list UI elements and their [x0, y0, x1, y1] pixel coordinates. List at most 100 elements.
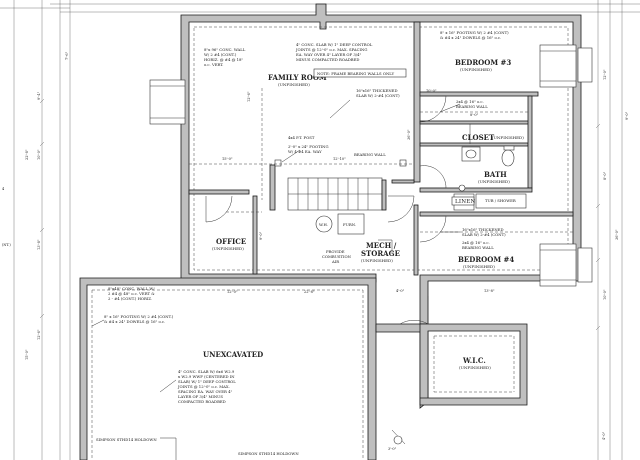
mech-fixtures	[315, 213, 393, 254]
dim-1: 15'-0"	[222, 157, 233, 161]
tub-label: TUB / SHOWER	[485, 198, 516, 203]
office-label: OFFICE	[216, 237, 246, 246]
bearing-lines	[189, 88, 573, 233]
svg-text:10'-0": 10'-0"	[37, 149, 41, 160]
svg-text:22'-8": 22'-8"	[25, 149, 29, 160]
bedroom3-label: BEDROOM #3	[455, 58, 511, 67]
bearing-right-1: 2x4 @ 16" o.c.	[462, 240, 490, 245]
closet-label: CLOSET	[462, 133, 495, 142]
svg-text:9'-4": 9'-4"	[37, 91, 41, 100]
svg-text:9'-0": 9'-0"	[625, 111, 629, 120]
closet-sub: (UNFINISHED)	[492, 135, 524, 140]
svg-text:4'-0": 4'-0"	[602, 431, 606, 440]
conc-wall-top-4: o.c. VERT.	[204, 62, 223, 67]
unexcav-slab-5: SPACING EA. WAY OVER 4"	[178, 389, 232, 394]
interior-dims: 15'-0" 12'-10" 12'-0" 22'-8" 4'-0" 13'-8…	[222, 89, 495, 451]
linen-label: LINEN	[455, 199, 475, 205]
dim-10: 9'-0"	[259, 231, 263, 240]
beam-note: NOTE: FRAME BEARING WALLS ONLY	[317, 71, 395, 76]
posts	[274, 159, 407, 445]
svg-text:12'-0": 12'-0"	[603, 69, 607, 80]
dim-11: 36'-0"	[407, 129, 411, 140]
svg-text:12'-6": 12'-6"	[37, 329, 41, 340]
mech-label-1: MECH /	[366, 241, 397, 250]
unexcavated-label: UNEXCAVATED	[203, 350, 263, 359]
svg-text:10'-0": 10'-0"	[603, 289, 607, 300]
bearing-mid: BEARING WALL	[354, 152, 386, 157]
dim-6: 13'-8"	[484, 289, 495, 293]
wh-label: W.H.	[319, 222, 328, 227]
holdown-1: SIMPSON STHD14 HOLDOWN	[96, 437, 157, 442]
footing-left-1: 8" x 16" FOOTING W/ 2 #4 (CONT.)	[104, 314, 174, 319]
bearing-top-1: 2x4 @ 16" o.c.	[456, 99, 484, 104]
fixture-labels: LINEN TUB / SHOWER W.H. FURN. PROVIDE CO…	[319, 196, 516, 264]
svg-text:36'-0": 36'-0"	[615, 229, 619, 240]
slab-note-2: JOINTS @ 12'-0" o.c. MAX. SPACING	[295, 47, 367, 52]
unexcav-slab-6: LAYER OF 3/4" MINUS	[178, 394, 223, 399]
dim-7: 10'-0"	[426, 89, 437, 93]
dim-9: 12'-6"	[247, 91, 251, 102]
family-room-sub: (UNFINISHED)	[278, 82, 310, 87]
conc-wall-left-2: 2 #4 @ 48" o.c. VERT &	[108, 291, 155, 296]
footing-top-2: & #4 x 24" DOWELS @ 16" o.c.	[440, 35, 501, 40]
dim-3: 12'-0"	[227, 290, 238, 294]
slab-note-3: EA. WAY OVER 4" LAYER OF 3/4"	[296, 52, 361, 57]
stairs	[269, 164, 387, 211]
footing-left-2: & #4 x 24" DOWELS @ 16" o.c.	[104, 319, 165, 324]
post-footing-2: W/ 4-#4 EA. WAY	[288, 149, 322, 154]
furn-label: FURN.	[343, 222, 356, 227]
family-room-label: FAMILY ROOM	[268, 73, 327, 82]
svg-text:13'-8": 13'-8"	[37, 239, 41, 250]
unexcav-slab-2: x W2.9 WWF (CENTERED IN	[178, 374, 235, 379]
combustion-line-2: COMBUSTION	[322, 254, 352, 259]
unexcav-slab-3: SLAB) W/ 1" DEEP CONTROL	[178, 379, 236, 384]
svg-text:15'-0": 15'-0"	[25, 349, 29, 360]
office-sub: (UNFINISHED)	[212, 246, 244, 251]
unexcav-slab-7: COMPACTED ROADBED	[178, 399, 226, 404]
wall-lower-block	[79, 277, 528, 460]
window-wells	[149, 44, 593, 287]
mech-label-2: STORAGE	[361, 249, 400, 258]
dim-2: 12'-10"	[333, 157, 346, 161]
bedroom4-sub: (UNFINISHED)	[463, 264, 495, 269]
structural-notes: NOTE: FRAME BEARING WALLS ONLY 4" CONC. …	[96, 30, 509, 456]
conc-wall-left-3: 2 - #4 (CONT.) HORIZ.	[108, 296, 152, 301]
conc-wall-top-1: 8"x 96" CONC. WALL	[204, 47, 246, 52]
combustion-line-1: PROVIDE	[326, 249, 345, 254]
wic-label: W.I.C.	[462, 356, 486, 365]
svg-text:(NT.): (NT.)	[2, 243, 11, 247]
slab-note-4: MINUS COMPACTED ROADBED	[296, 57, 359, 62]
thick-slab-top-1: 16"x16" THICKENED	[356, 88, 398, 93]
combustion-line-3: AIR	[331, 259, 339, 264]
svg-text:8'-0": 8'-0"	[603, 171, 607, 180]
conc-wall-top-2: W/ 2 #4 (CONT.)	[204, 52, 237, 57]
dim-8: 8'-0"	[470, 113, 479, 117]
conc-wall-top-3: HORIZ. @ #4 @ 18"	[204, 57, 243, 62]
dim-5: 4'-0"	[396, 289, 405, 293]
dim-4: 22'-8"	[304, 290, 315, 294]
holdown-2: SIMPSON STHD14 HOLDOWN	[238, 451, 299, 456]
conc-wall-left-1: 8"x48" CONC. WALL W/	[108, 286, 155, 291]
post-footing-1: 2'-0" x 24" FOOTING	[288, 144, 329, 149]
slab-note-1: 4" CONC. SLAB W/ 1" DEEP CONTROL	[296, 42, 373, 47]
leader-lines	[91, 99, 461, 393]
bedroom3-sub: (UNFINISHED)	[460, 67, 492, 72]
bath-label: BATH	[484, 170, 507, 179]
room-labels: FAMILY ROOM (UNFINISHED) BEDROOM #3 (UNF…	[203, 58, 524, 370]
bearing-top-2: BEARING WALL	[456, 104, 488, 109]
svg-text:7'-6": 7'-6"	[65, 51, 69, 60]
interior-walls	[188, 21, 574, 276]
bearing-right-2: BEARING WALL	[462, 245, 494, 250]
unexcav-slab-4: JOINTS @ 12'-0" o.c. MAX.	[177, 384, 230, 389]
bath-sub: (UNFINISHED)	[478, 179, 510, 184]
footing-outline	[193, 26, 569, 271]
thick-slab-right-2: SLAB W/ 2-#4 (CONT)	[462, 232, 506, 237]
thick-slab-top-2: SLAB W/ 2-#4 (CONT)	[356, 93, 400, 98]
unexcav-slab-1: 4" CONC. SLAB W/ 6x6 W2.9	[178, 369, 235, 374]
svg-text:4: 4	[2, 187, 5, 191]
doors	[160, 95, 471, 460]
footing-top-1: 8" x 16" FOOTING W/ 2 #4 (CONT)	[440, 30, 509, 35]
pt-post-note: 4x4 P.T. POST	[288, 135, 315, 140]
